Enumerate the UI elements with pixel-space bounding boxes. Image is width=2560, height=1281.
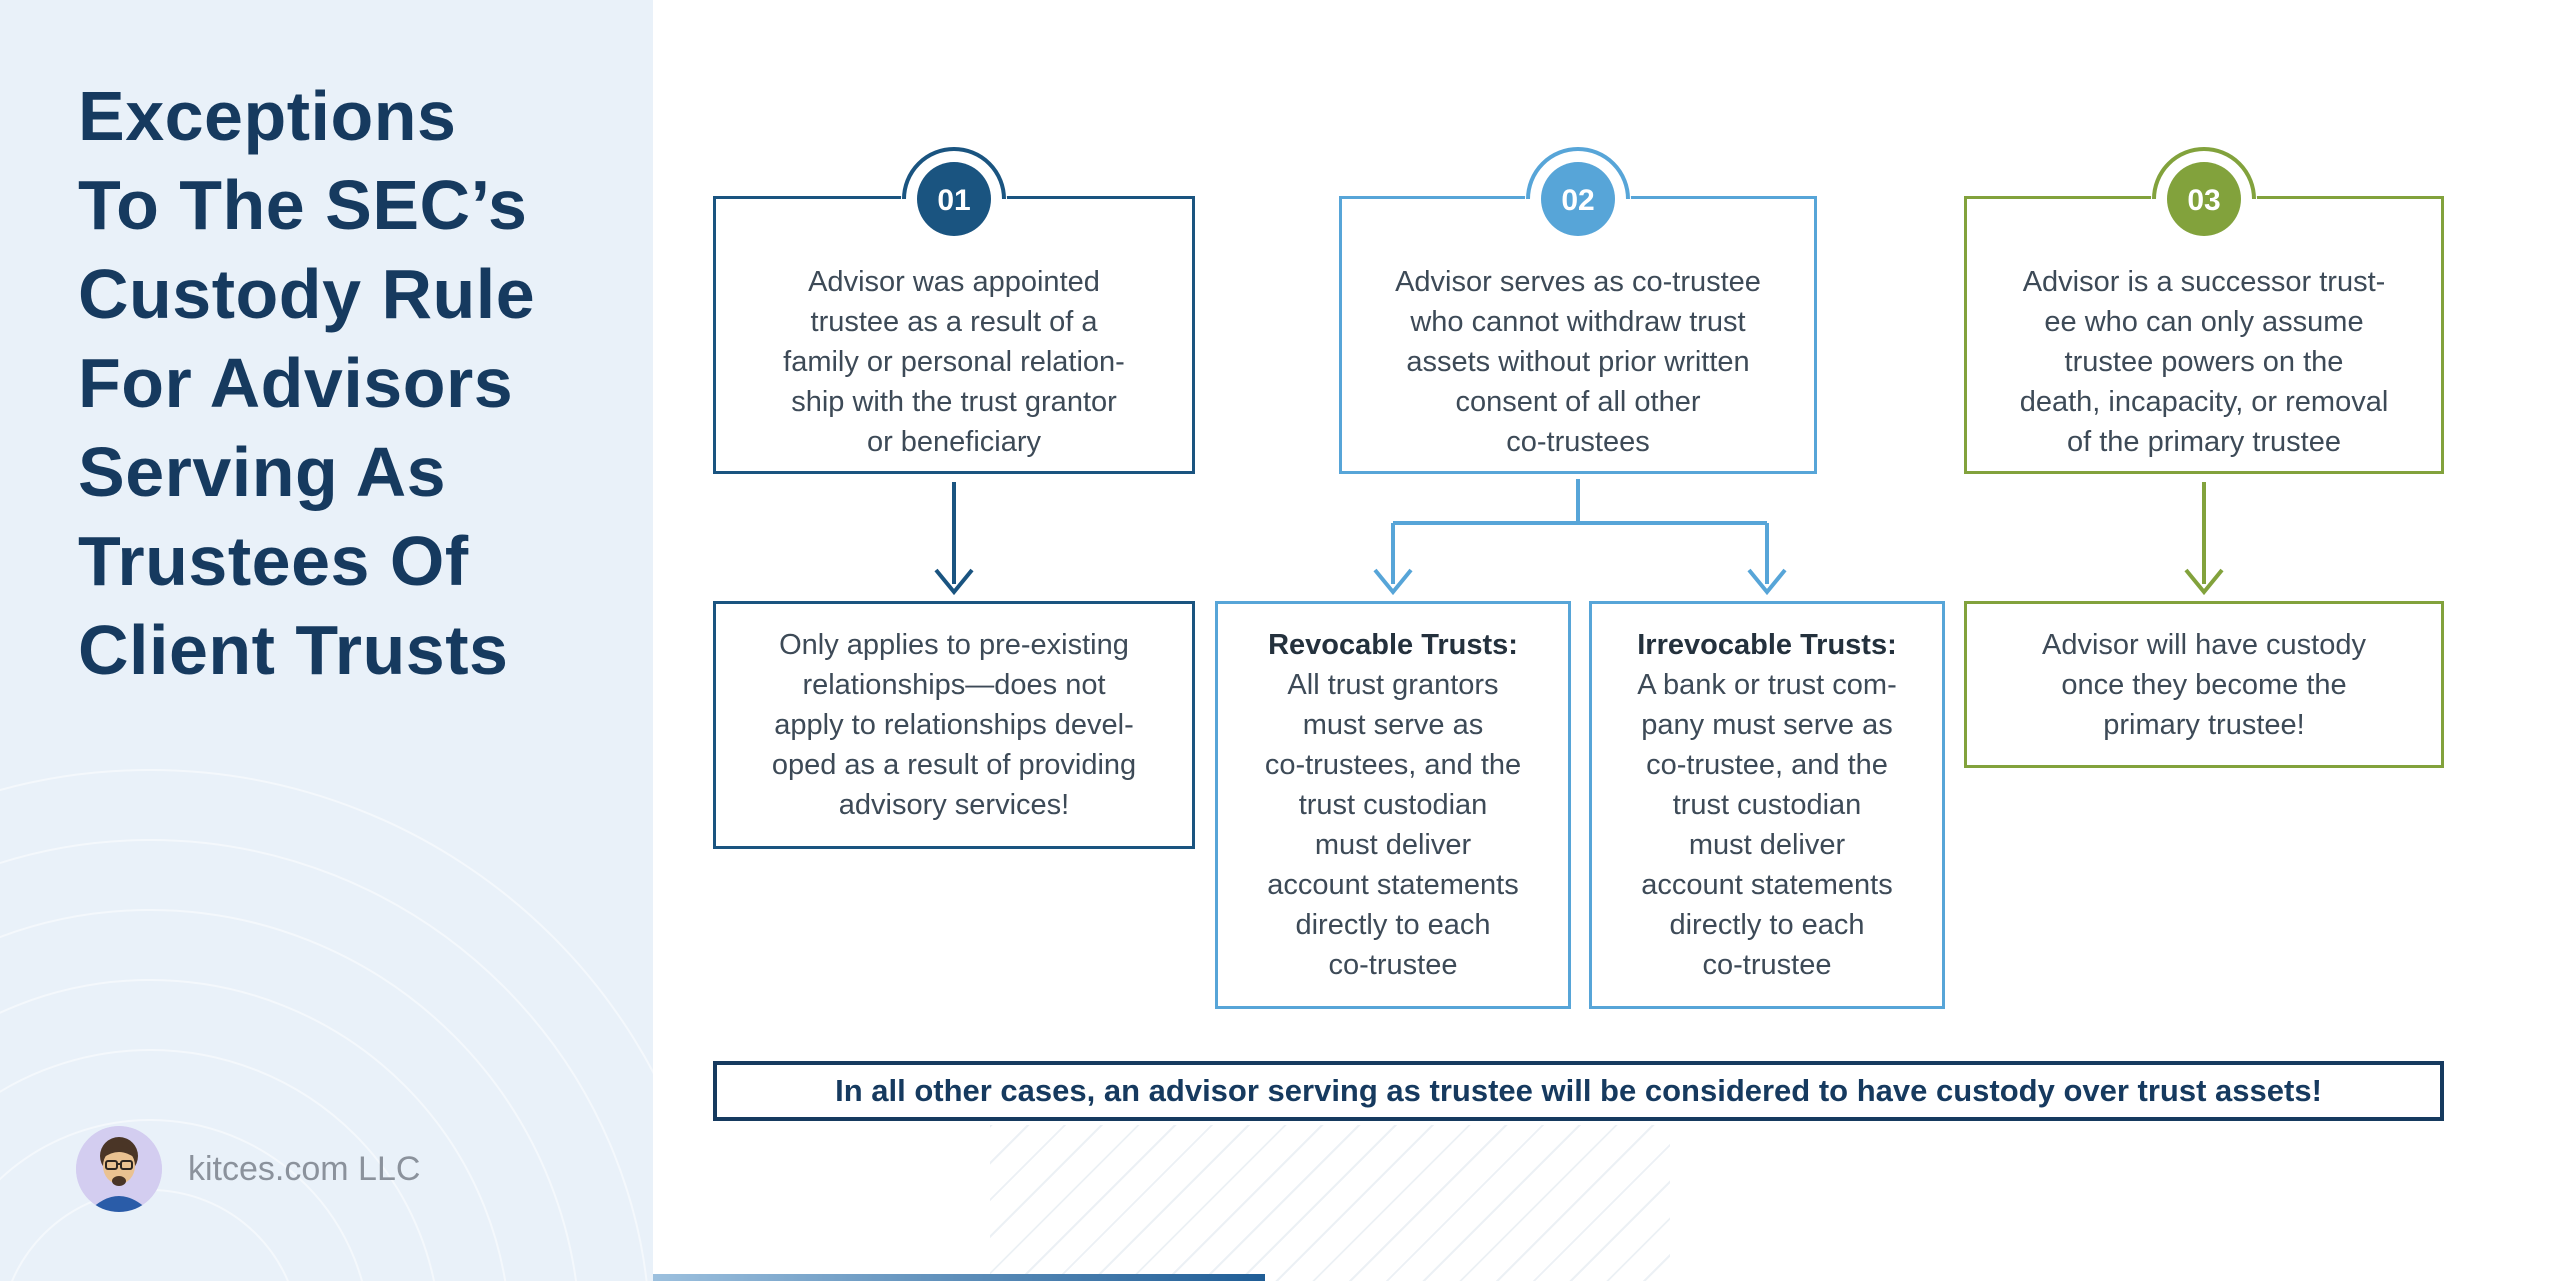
summary-banner: In all other cases, an advisor serving a… [713, 1061, 2444, 1121]
step2-top-box: 02 Advisor serves as co-trustee who cann… [1339, 146, 1817, 474]
sidebar: Exceptions To The SEC’s Custody Rule For… [0, 0, 653, 1281]
step1-top-box: 01 Advisor was appointed trustee as a re… [713, 146, 1195, 474]
summary-banner-text: In all other cases, an advisor serving a… [835, 1073, 2322, 1108]
step3-number: 03 [2187, 184, 2220, 217]
step1-number-badge: 01 [901, 146, 1007, 252]
arrow-step3 [2184, 482, 2224, 596]
step1-number: 01 [937, 184, 970, 217]
kitces-avatar [76, 1126, 162, 1212]
irrevocable-trusts-title: Irrevocable Trusts: [1637, 629, 1897, 661]
irrevocable-trusts-text: A bank or trust com- pany must serve as … [1637, 669, 1897, 981]
step3-bottom-text: Advisor will have custody once they beco… [2042, 628, 2366, 741]
page-title: Exceptions To The SEC’s Custody Rule For… [78, 77, 536, 689]
revocable-trusts-text: All trust grantors must serve as co-trus… [1264, 669, 1522, 981]
arrow-step1 [934, 482, 974, 596]
irrevocable-trusts-box: Irrevocable Trusts: A bank or trust com-… [1589, 601, 1945, 1009]
brand: kitces.com LLC [76, 1126, 420, 1212]
step1-top-text: Advisor was appointed trustee as a resul… [783, 266, 1125, 458]
step3-number-badge: 03 [2151, 146, 2257, 252]
step3-bottom-box: Advisor will have custody once they beco… [1964, 601, 2444, 768]
step2-number: 02 [1561, 184, 1594, 217]
step3-top-text: Advisor is a successor trust- ee who can… [2019, 266, 2389, 458]
step3-top-box: 03 Advisor is a successor trust- ee who … [1964, 146, 2444, 474]
step1-bottom-box: Only applies to pre-existing relationshi… [713, 601, 1195, 849]
brand-name: kitces.com LLC [188, 1149, 421, 1188]
decorative-stripes [990, 1125, 1670, 1281]
decorative-bottom-strip [653, 1274, 1265, 1281]
step1-bottom-text: Only applies to pre-existing relationshi… [771, 629, 1137, 821]
arrow-step2-branch [1373, 479, 1787, 596]
step2-number-badge: 02 [1525, 146, 1631, 252]
revocable-trusts-box: Revocable Trusts: All trust grantors mus… [1215, 601, 1571, 1009]
step2-top-text: Advisor serves as co-trustee who cannot … [1395, 266, 1761, 458]
revocable-trusts-title: Revocable Trusts: [1268, 629, 1518, 661]
